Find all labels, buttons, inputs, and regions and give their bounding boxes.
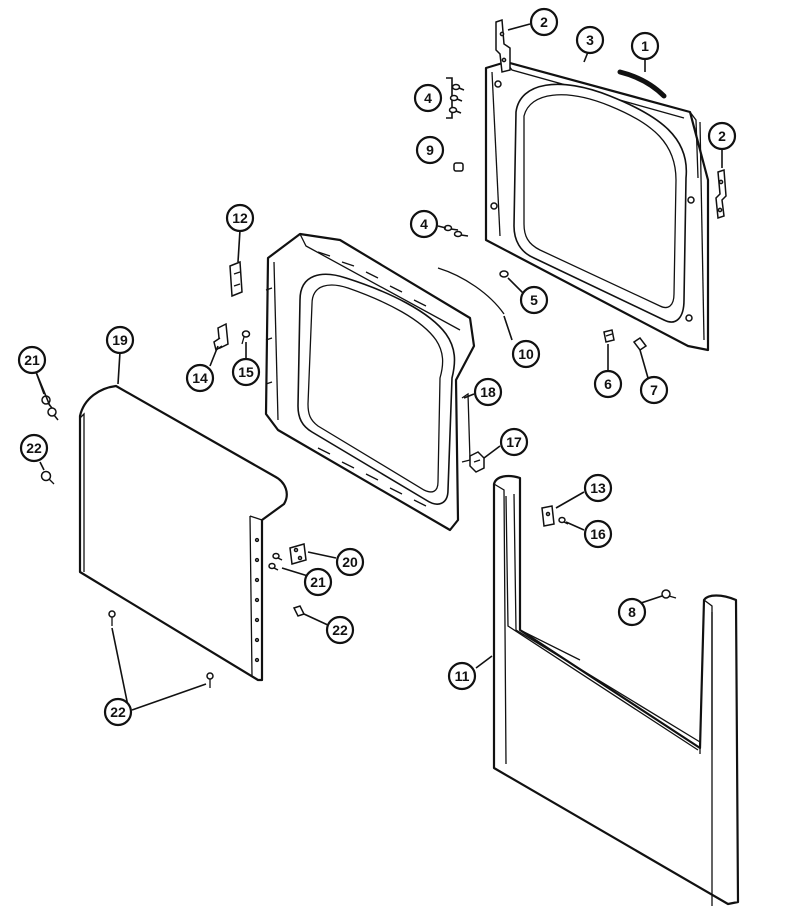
part-21-screws-left [41,395,59,421]
part-3-front-bulkhead [484,60,710,352]
callout-1-label: 1 [641,38,649,54]
callout-21-left-label: 21 [24,352,40,368]
callout-15-label: 15 [238,364,254,380]
callout-22-bottom: 22 [103,697,133,727]
part-11-front-panel [492,474,740,906]
callout-11-label: 11 [455,668,470,684]
callout-16-label: 16 [590,526,606,542]
part-1-seal-strip [617,69,667,99]
part-4-screws-lower [443,224,469,238]
callout-22-bottom-label: 22 [110,704,126,720]
callout-4-upper-label: 4 [424,90,432,106]
callout-3-label: 3 [586,32,594,48]
part-18-door-frame [264,232,476,532]
callout-22-left-label: 22 [26,440,42,456]
callout-10: 10 [511,339,541,369]
callout-19: 19 [105,325,135,355]
callout-9: 9 [415,135,445,165]
callout-5: 5 [519,285,549,315]
part-12-hinge-bracket [229,260,243,298]
callout-4-lower: 4 [409,209,439,239]
callout-20: 20 [335,547,365,577]
callout-20-label: 20 [342,554,358,570]
part-16-screw [558,516,569,525]
part-22-screw-bottom-b [206,672,214,688]
callout-2-right-label: 2 [718,128,726,144]
callout-19-label: 19 [112,332,128,348]
callout-13: 13 [583,473,613,503]
part-15-screw [241,330,251,345]
callout-6: 6 [593,369,623,399]
callout-10-label: 10 [518,346,534,362]
part-10-gasket [437,267,505,315]
part-6-clip [603,329,615,343]
part-22-screw-left [40,470,55,485]
callout-8-label: 8 [628,604,636,620]
callout-5-label: 5 [530,292,538,308]
callout-13-label: 13 [590,480,606,496]
callout-22-left: 22 [19,433,49,463]
callout-7: 7 [639,375,669,405]
callout-15: 15 [231,357,261,387]
callout-4-lower-label: 4 [420,216,428,232]
callout-2-right: 2 [707,121,737,151]
part-19-door-panel [78,384,288,682]
callout-14: 14 [185,363,215,393]
part-9-clip [453,162,464,172]
callout-12: 12 [225,203,255,233]
callout-16: 16 [583,519,613,549]
callout-2-top-label: 2 [540,14,548,30]
callout-9-label: 9 [426,142,434,158]
callout-1: 1 [630,31,660,61]
part-17-latch [469,451,485,473]
part-13-catch [541,505,555,527]
callout-14-label: 14 [192,370,208,386]
callout-12-label: 12 [232,210,248,226]
part-4-screw-group [446,77,465,119]
part-8-screw [661,589,677,599]
part-22-screw-bottom-a [108,610,116,626]
callout-21-left: 21 [17,345,47,375]
part-5-plug [499,270,509,278]
part-2-bracket-right [715,168,727,220]
callout-21-door-label: 21 [310,574,326,590]
callout-17-label: 17 [506,434,522,450]
part-21-screws-door [268,552,283,571]
callout-18: 18 [473,377,503,407]
part-14-hinge [213,322,229,352]
callout-11: 11 [447,661,477,691]
callout-22-door-label: 22 [332,622,348,638]
callout-7-label: 7 [650,382,658,398]
callout-22-door: 22 [325,615,355,645]
callout-2-top: 2 [529,7,559,37]
callout-17: 17 [499,427,529,457]
callout-3: 3 [575,25,605,55]
part-20-hinge-plate [289,543,307,565]
callout-8: 8 [617,597,647,627]
part-2-bracket-top [495,18,511,73]
callout-4-upper: 4 [413,83,443,113]
part-22-screw-door [292,605,306,617]
part-7-clip [632,336,648,352]
callout-6-label: 6 [604,376,612,392]
callout-21-door: 21 [303,567,333,597]
leader-lines [35,23,723,711]
callout-18-label: 18 [480,384,496,400]
